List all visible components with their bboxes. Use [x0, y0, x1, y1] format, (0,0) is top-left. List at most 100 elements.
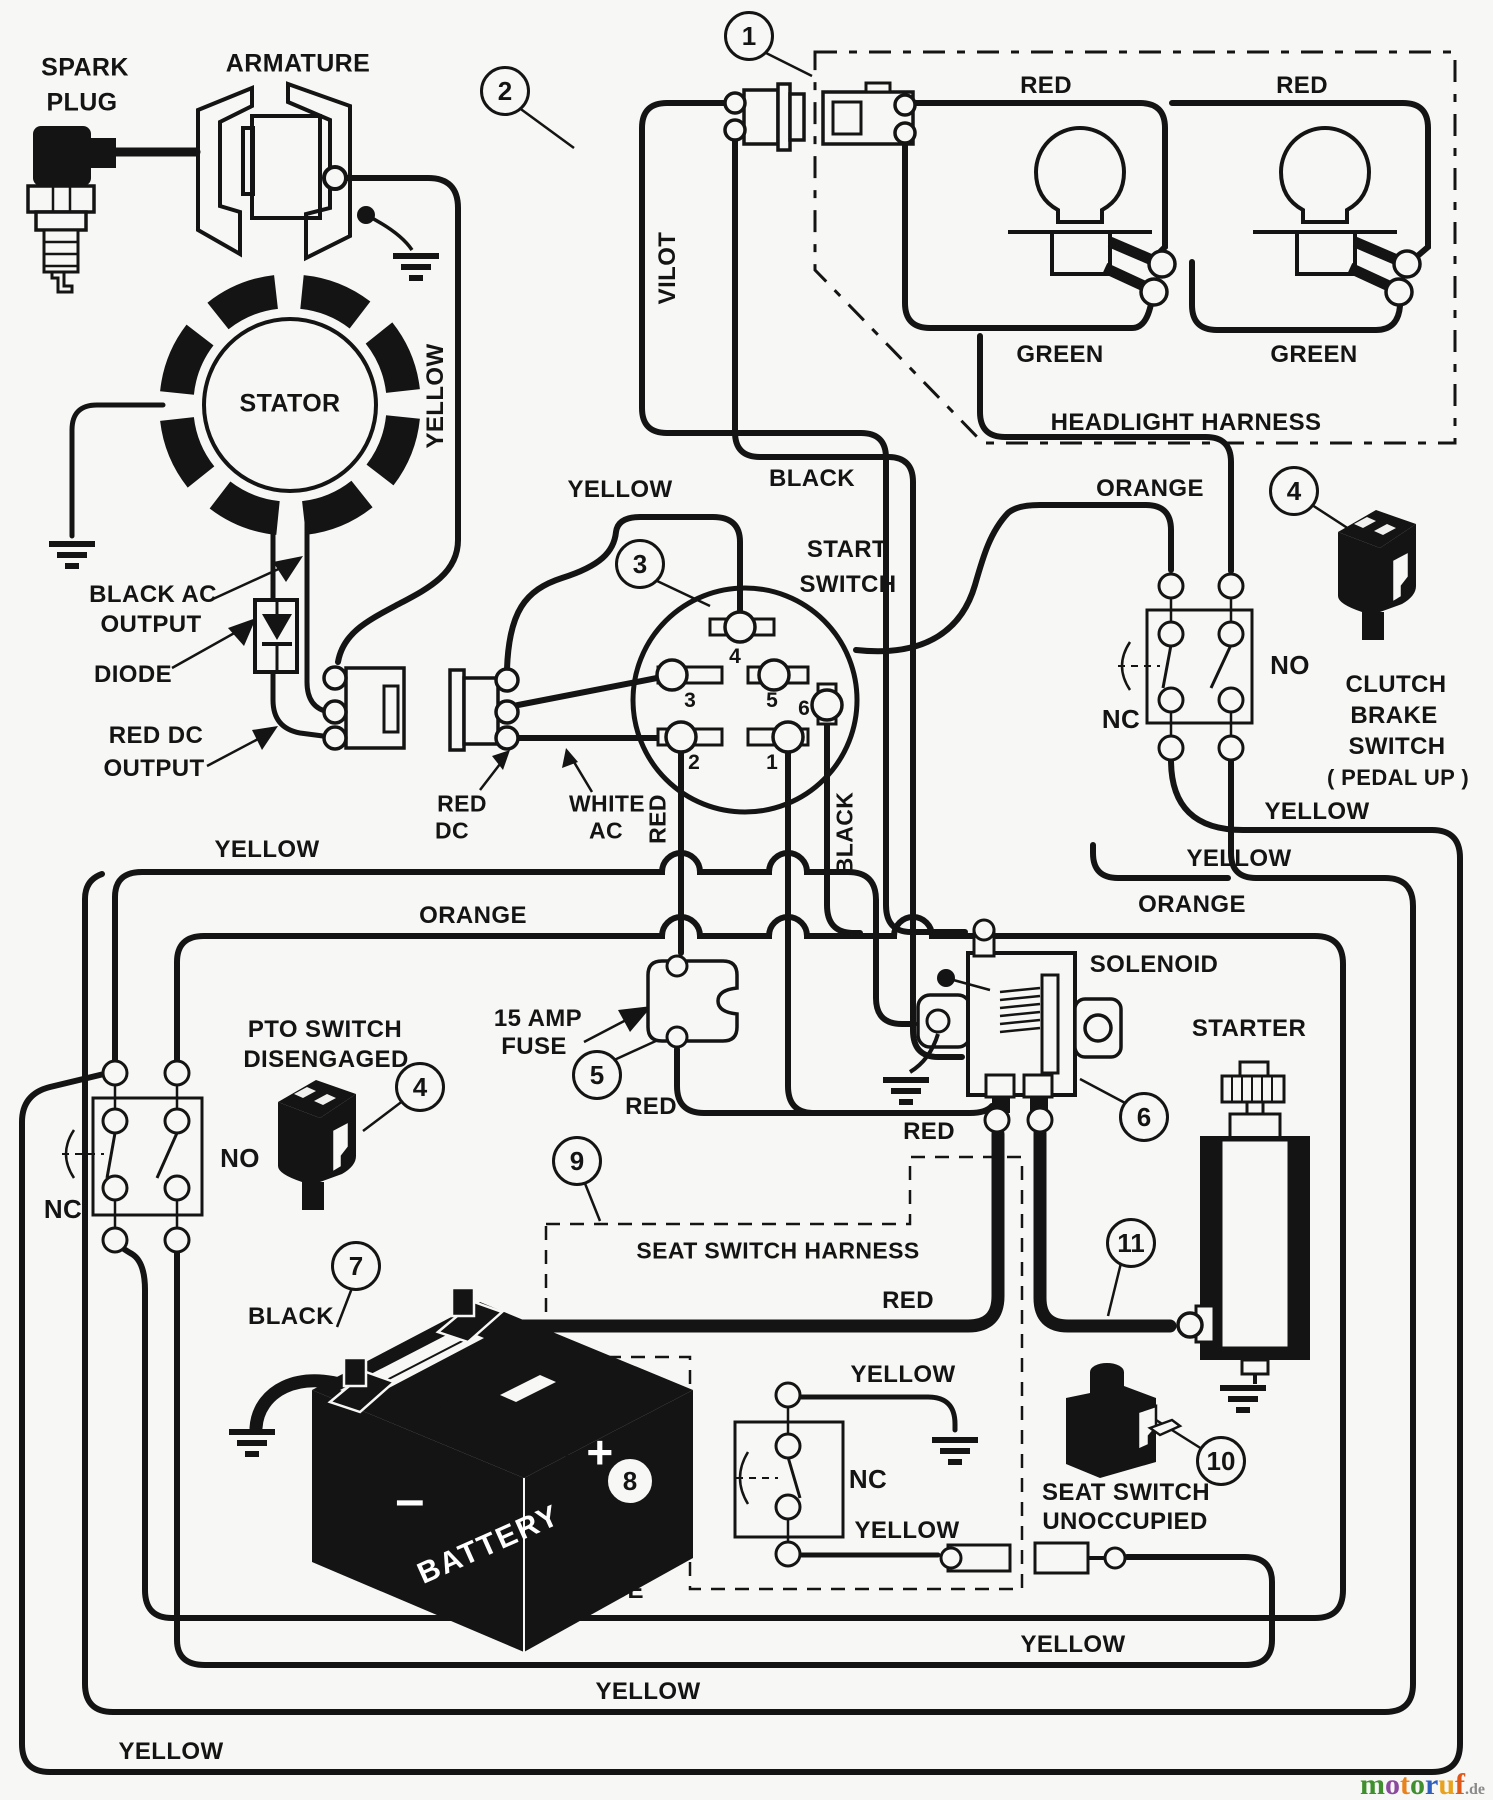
- arrow-heads: [228, 556, 652, 1032]
- start-switch-icon: [630, 585, 860, 815]
- callout-7: 7: [331, 1241, 381, 1291]
- label-seat-switch: SEAT SWITCH: [1042, 1479, 1210, 1506]
- label-vilot: VILOT: [654, 231, 681, 305]
- label-yellow-bottom-mid: YELLOW: [595, 1678, 701, 1705]
- headlight-bulb-left: [1008, 128, 1175, 305]
- callout-3-num: 3: [632, 548, 648, 579]
- seat-switch-connector-icon: [1066, 1363, 1183, 1478]
- label-disengaged: DISENGAGED: [243, 1046, 409, 1073]
- wire-runs: [19, 100, 1463, 1775]
- engine-connector-right: [448, 667, 520, 752]
- label-armature: ARMATURE: [225, 49, 371, 78]
- label-green-right: GREEN: [1270, 341, 1358, 368]
- armature-icon: [196, 81, 414, 262]
- label-black-battery: BLACK: [248, 1303, 334, 1330]
- label-ac-wire: AC: [588, 817, 624, 844]
- label-dc-wire: DC: [434, 817, 470, 844]
- label-clutch: CLUTCH: [1345, 671, 1447, 698]
- callout-10: 10: [1196, 1436, 1246, 1486]
- callout-11-num: 11: [1117, 1227, 1145, 1258]
- watermark-letter: r: [1425, 1768, 1439, 1800]
- callout-2: 2: [480, 66, 530, 116]
- label-black-ac-output: OUTPUT: [100, 611, 202, 638]
- label-red-dc: RED DC: [108, 722, 204, 749]
- callout-6: 6: [1119, 1092, 1169, 1142]
- label-green-left: GREEN: [1016, 341, 1104, 368]
- label-red-vertical: RED: [644, 794, 671, 844]
- watermark-letter: f: [1455, 1768, 1466, 1800]
- battery-icon: [312, 1286, 693, 1652]
- engine-connector-left: [322, 665, 406, 751]
- label-nc-clutch: NC: [1101, 704, 1141, 734]
- label-no-pto: NO: [220, 1143, 260, 1173]
- label-yellow-seat-top: YELLOW: [850, 1361, 956, 1388]
- label-nc-pto: NC: [43, 1194, 83, 1224]
- pto-switch-icon: [62, 1059, 204, 1254]
- label-orange-right: ORANGE: [1138, 891, 1246, 918]
- diode-icon: [253, 598, 299, 674]
- label-red-battery: RED: [882, 1287, 934, 1314]
- label-orange-left: ORANGE: [419, 902, 527, 929]
- label-white-ac: WHITE: [568, 790, 646, 817]
- callout-3: 3: [615, 539, 665, 589]
- callout-8: 8: [605, 1456, 655, 1506]
- label-orange-bottom: ORANGE: [536, 1577, 644, 1604]
- label-switch: SWITCH: [799, 571, 897, 598]
- harness-connector: [723, 81, 917, 152]
- headlight-bulb-right: [1253, 128, 1420, 305]
- callout-1-num: 1: [741, 20, 757, 51]
- watermark-suffix: .de: [1465, 1781, 1486, 1798]
- label-pto-switch: PTO SWITCH: [247, 1016, 403, 1043]
- watermark-letter: o: [1385, 1768, 1400, 1800]
- callout-10-num: 10: [1206, 1445, 1236, 1476]
- callout-5-num: 5: [589, 1059, 605, 1090]
- label-red-solenoid: RED: [903, 1118, 955, 1145]
- label-solenoid: SOLENOID: [1089, 951, 1219, 978]
- terminal-5: 5: [766, 689, 778, 712]
- label-brake: BRAKE: [1350, 702, 1438, 729]
- clutch-brake-switch-icon: [1118, 572, 1254, 762]
- callout-4a: 4: [395, 1062, 445, 1112]
- callout-4b-num: 4: [1286, 475, 1302, 506]
- spark-plug-icon: [26, 126, 116, 294]
- label-diode: DIODE: [93, 661, 173, 688]
- callout-4a-num: 4: [412, 1071, 428, 1102]
- callout-2-num: 2: [497, 75, 513, 106]
- label-starter: STARTER: [1191, 1015, 1307, 1042]
- label-black-ac: BLACK AC: [89, 581, 217, 608]
- callout-5: 5: [572, 1050, 622, 1100]
- label-black-switch: BLACK: [769, 465, 855, 492]
- label-yellow-left: YELLOW: [214, 836, 320, 863]
- terminal-3: 3: [684, 689, 696, 712]
- label-yellow-switch: YELLOW: [567, 476, 673, 503]
- watermark-letter: t: [1400, 1768, 1410, 1800]
- label-battery-minus: –: [395, 1471, 425, 1529]
- label-orange-clutch: ORANGE: [1096, 475, 1204, 502]
- fuse-icon: [646, 954, 739, 1049]
- label-red-dc-wire: RED: [437, 790, 487, 817]
- label-clutch-switch: SWITCH: [1348, 733, 1446, 760]
- terminal-4: 4: [729, 645, 741, 668]
- callout-9: 9: [552, 1136, 602, 1186]
- label-red-fuse: RED: [625, 1093, 677, 1120]
- label-start: START: [806, 536, 888, 563]
- starter-icon: [1176, 1060, 1310, 1384]
- watermark: motoruf.de: [1360, 1768, 1485, 1800]
- label-fuse: FUSE: [501, 1033, 567, 1060]
- label-black-vertical: BLACK: [831, 791, 858, 875]
- stator-icon: [160, 275, 420, 535]
- callout-7-num: 7: [348, 1250, 364, 1281]
- callout-4b: 4: [1269, 466, 1319, 516]
- label-spark: SPARK: [41, 53, 129, 82]
- solenoid-icon: [908, 918, 1123, 1134]
- label-yellow-bottom-right: YELLOW: [1020, 1631, 1126, 1658]
- label-plug: PLUG: [46, 88, 118, 117]
- terminal-2: 2: [688, 751, 700, 774]
- label-headlight-harness: HEADLIGHT HARNESS: [1050, 409, 1322, 436]
- label-unoccupied: UNOCCUPIED: [1042, 1508, 1208, 1535]
- label-yellow-right-1: YELLOW: [1264, 798, 1370, 825]
- callout-1: 1: [724, 11, 774, 61]
- label-yellow-bottom-left: YELLOW: [118, 1738, 224, 1765]
- label-pedal-up: ( PEDAL UP ): [1326, 765, 1470, 790]
